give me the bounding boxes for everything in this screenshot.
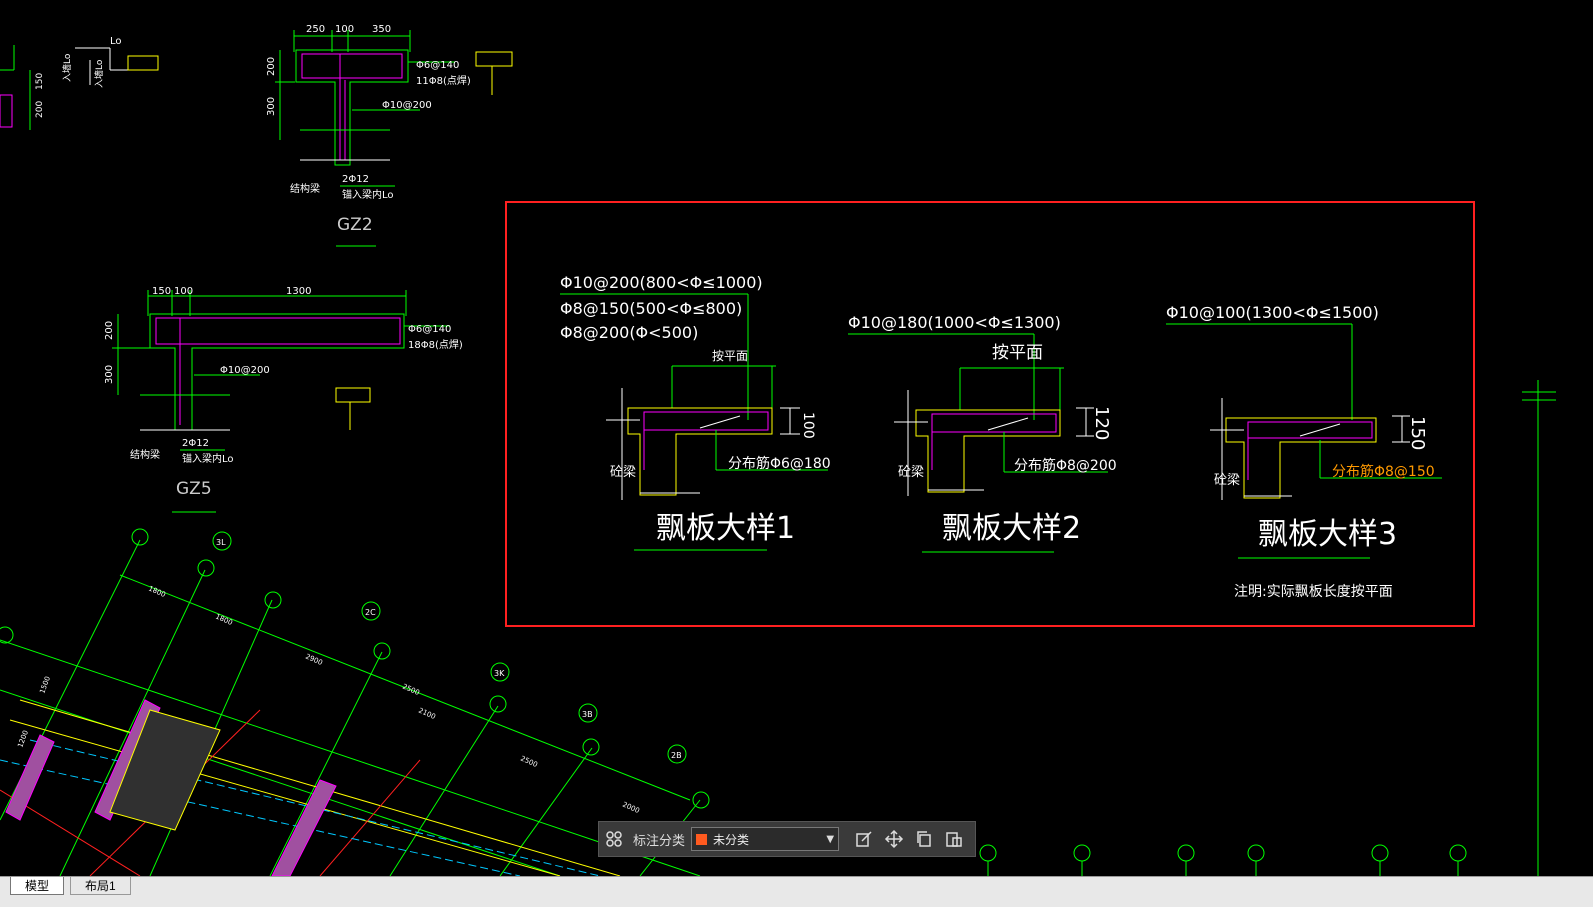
- detail-3-drawing: [1166, 323, 1442, 559]
- axis-label-3k: 3K: [494, 669, 505, 678]
- gz2-dim-200: 200: [266, 57, 277, 76]
- tab-model[interactable]: 模型: [10, 877, 65, 895]
- gz5-note-2: 18Φ8(点焊): [408, 339, 463, 351]
- detail-1-beam: 砼梁: [610, 465, 636, 480]
- gz2-title: GZ2: [337, 215, 373, 235]
- detail-3-dist-bar: 分布筋Φ8@150: [1332, 463, 1435, 480]
- plan-dim-7: 2000: [621, 801, 641, 816]
- detail-3-title: 飘板大样3: [1258, 517, 1397, 552]
- detail-1-drawing: [560, 293, 828, 551]
- category-color-swatch: [696, 833, 708, 845]
- gz5-dim-100: 100: [174, 286, 193, 297]
- detail-1-rebar-2: Φ8@150(500<Φ≤800): [560, 299, 742, 318]
- category-value: 未分类: [713, 832, 750, 847]
- axis-label-2c: 2C: [365, 608, 376, 617]
- gz2-dim-100: 100: [335, 24, 354, 35]
- detail-3-rebar-1: Φ10@100(1300<Φ≤1500): [1166, 303, 1379, 322]
- detail-2-thickness: 120: [1091, 406, 1112, 440]
- gz2-note-2: 11Φ8(点焊): [416, 75, 471, 87]
- layout-tab-bar: 模型 布局1: [0, 876, 1593, 907]
- detail-2-rebar-1: Φ10@180(1000<Φ≤1300): [848, 313, 1061, 332]
- move-icon[interactable]: [879, 824, 909, 854]
- plan-dim-1: 1800: [147, 585, 167, 600]
- right-axis-line: [1522, 380, 1556, 876]
- gz5-dim-1300: 1300: [286, 286, 311, 297]
- detail-1-rebar-1: Φ10@200(800<Φ≤1000): [560, 273, 763, 292]
- curved-floor-plan: [0, 539, 701, 876]
- detail-1-rebar-3: Φ8@200(Φ<500): [560, 323, 698, 342]
- detail-1-thickness: 100: [800, 412, 816, 439]
- dim-lo: Lo: [110, 36, 122, 47]
- top-left-detail: [0, 45, 159, 130]
- gz5-note-6: 结构梁: [130, 448, 160, 461]
- gz5-dim-200: 200: [104, 321, 115, 340]
- dim-150: 150: [35, 73, 45, 90]
- chevron-down-icon: ▼: [826, 833, 835, 845]
- axis-label-3b: 3B: [582, 710, 593, 719]
- gz2-note-1: Φ6@140: [416, 60, 459, 71]
- dim-200: 200: [35, 101, 45, 118]
- grid-icon[interactable]: [599, 824, 629, 854]
- plan-dim-2: 1800: [214, 613, 234, 628]
- highlight-box: [505, 201, 1475, 627]
- plan-dim-9: 1200: [16, 729, 30, 748]
- detail-2-title: 飘板大样2: [942, 511, 1081, 546]
- gz2-dim-250: 250: [306, 24, 325, 35]
- detail-1-dist-bar: 分布筋Φ6@180: [728, 455, 831, 472]
- gz5-note-1: Φ6@140: [408, 324, 451, 335]
- detail-2-note-top: 按平面: [992, 343, 1043, 363]
- annotation-category-label: 标注分类: [633, 833, 686, 849]
- detail-2-drawing: [848, 333, 1108, 553]
- paste-icon[interactable]: [939, 824, 969, 854]
- tab-layout-1[interactable]: 布局1: [70, 877, 131, 895]
- gz5-dim-150: 150: [152, 286, 171, 297]
- detail-1-note-top: 按平面: [712, 349, 748, 363]
- gz5-note-4: 2Φ12: [182, 438, 209, 449]
- gz5-dim-300: 300: [104, 365, 115, 384]
- detail-3-beam: 砼梁: [1214, 473, 1240, 488]
- plan-dim-5: 2100: [417, 707, 437, 722]
- cad-drawing: Lo 150 200 入墙Lo 入墙Lo 250 100 350 200 300…: [0, 24, 1556, 876]
- annotation-toolbar: 标注分类 未分类 ▼: [598, 821, 976, 857]
- plan-dim-8: 1500: [38, 675, 52, 694]
- note-wall-lo-2: 入墙Lo: [93, 59, 105, 88]
- edit-icon[interactable]: [849, 824, 879, 854]
- gz5-section: [112, 290, 450, 513]
- axis-label-2b: 2B: [671, 751, 682, 760]
- gz2-section: [275, 30, 513, 247]
- detail-2-dist-bar: 分布筋Φ8@200: [1014, 457, 1117, 474]
- note-wall-lo-1: 入墙Lo: [61, 53, 73, 82]
- gz2-note-6: 结构梁: [290, 182, 320, 195]
- gz2-note-5: 锚入梁内Lo: [342, 188, 394, 201]
- gz2-dim-300: 300: [266, 97, 277, 116]
- detail-2-beam: 砼梁: [898, 465, 924, 480]
- axis-label-3l: 3L: [216, 538, 226, 547]
- axis-bubbles: [0, 528, 1467, 876]
- gz5-note-3: Φ10@200: [220, 365, 270, 376]
- detail-3-thickness: 150: [1407, 416, 1428, 450]
- detail-1-title: 飘板大样1: [656, 511, 795, 546]
- gz5-title: GZ5: [176, 479, 212, 499]
- plan-dim-6: 2500: [519, 755, 539, 770]
- gz2-note-3: Φ10@200: [382, 100, 432, 111]
- copy-icon[interactable]: [909, 824, 939, 854]
- annotation-category-select[interactable]: 未分类 ▼: [691, 827, 840, 851]
- plan-dim-4: 2500: [401, 683, 421, 698]
- gz5-note-5: 锚入梁内Lo: [182, 452, 234, 465]
- gz2-dim-350: 350: [372, 24, 391, 35]
- gz2-note-4: 2Φ12: [342, 174, 369, 185]
- detail-footnote: 注明:实际飘板长度按平面: [1234, 584, 1393, 600]
